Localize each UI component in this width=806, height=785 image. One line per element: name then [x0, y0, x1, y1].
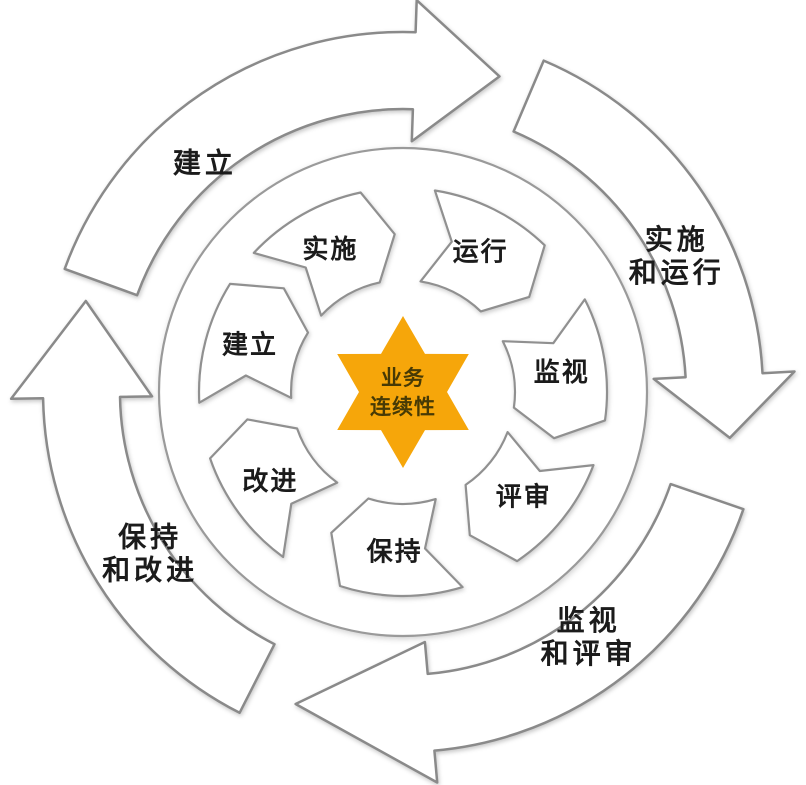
outer-arrow-establish: [63, 0, 501, 297]
inner-segment-operate: [419, 189, 546, 313]
outer-label-monitor-review-line1: 监视: [557, 605, 621, 637]
center-label-line1: 业务: [381, 366, 425, 390]
inner-segment-monitor: [501, 298, 609, 440]
outer-label-implement-operate-line1: 实施: [645, 223, 709, 256]
center-label-line2: 连续性: [370, 395, 436, 419]
outer-arrow-monitor-review: [294, 482, 745, 784]
inner-segment-improve: [209, 418, 339, 559]
inner-segment-implement: [252, 191, 396, 317]
outer-arrow-ring: [9, 0, 796, 784]
outer-label-implement-operate-line2: 和运行: [629, 256, 725, 289]
inner-segment-ring: [197, 189, 609, 598]
inner-label-improve: 改进: [242, 466, 298, 496]
inner-segment-establish: [197, 282, 310, 404]
outer-label-maintain-improve-line1: 保持: [118, 522, 182, 554]
outer-label-monitor-review-line2: 和评审: [541, 637, 637, 670]
outer-label-maintain-improve-line2: 和改进: [102, 555, 198, 587]
inner-label-review: 评审: [496, 482, 552, 512]
inner-label-maintain: 保持: [366, 537, 423, 566]
outer-arrow-implement-operate: [512, 59, 796, 440]
inner-label-implement: 实施: [302, 234, 358, 264]
inner-segment-review: [464, 431, 595, 563]
inner-label-monitor: 监视: [534, 358, 590, 387]
inner-label-operate: 运行: [453, 237, 509, 267]
business-continuity-star-icon: [337, 316, 469, 468]
outer-label-establish: 建立: [173, 147, 237, 180]
inner-label-establish: 建立: [222, 330, 278, 360]
labels: 建立 实施 和运行 监视 和评审 保持 和改进 建立 实施 运行 监视 评审 保…: [102, 147, 725, 670]
inner-segment-maintain: [330, 497, 464, 598]
outer-arrow-maintain-improve: [9, 299, 276, 715]
